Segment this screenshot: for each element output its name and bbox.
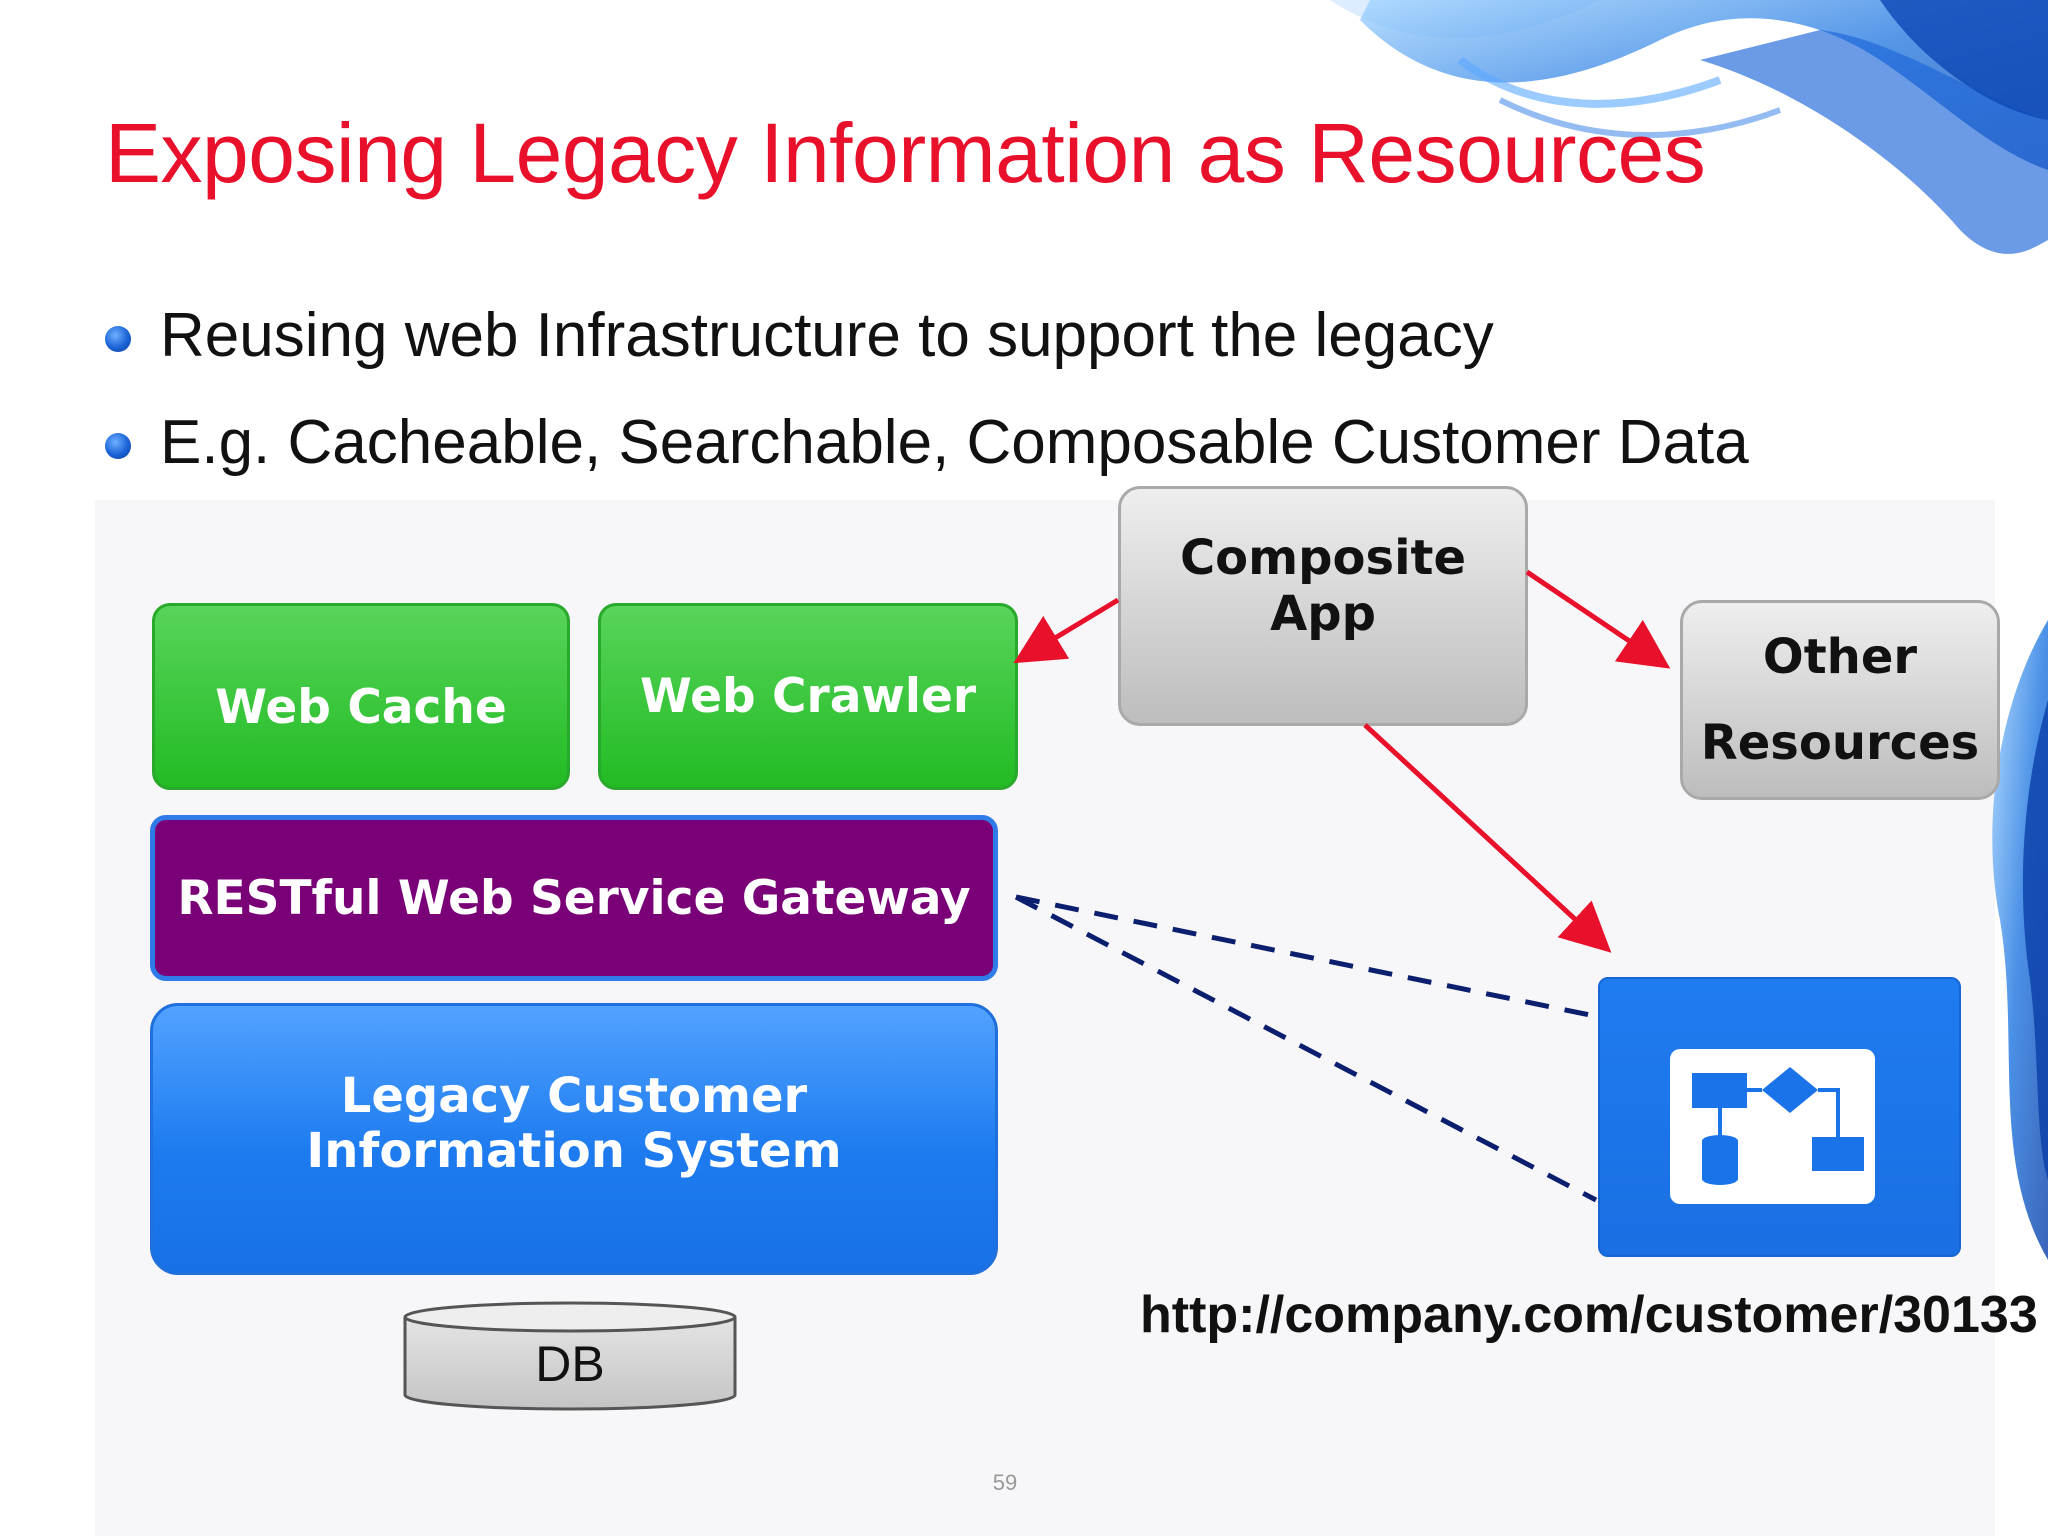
resource-url: http://company.com/customer/30133 bbox=[1140, 1286, 2038, 1344]
bullet-text: E.g. Cacheable, Searchable, Composable C… bbox=[160, 408, 1749, 477]
legacy-system-label: Legacy Customer Information System bbox=[306, 1068, 842, 1179]
other-resources-box: Other Resources bbox=[1680, 600, 2000, 800]
web-cache-label: Web Cache bbox=[215, 680, 507, 735]
dashed-link-lower bbox=[1014, 894, 1598, 1203]
slide-title: Exposing Legacy Information as Resources bbox=[105, 106, 1706, 200]
composite-app-box: Composite App bbox=[1118, 486, 1528, 726]
bullet-icon bbox=[105, 326, 131, 352]
flowchart-icon bbox=[1692, 1067, 1864, 1185]
flowchart-icon-frame bbox=[1670, 1049, 1875, 1204]
bullet-text: Reusing web Infrastructure to support th… bbox=[160, 301, 1494, 370]
gateway-label: RESTful Web Service Gateway bbox=[177, 870, 971, 926]
dashed-link-upper bbox=[1015, 894, 1591, 1018]
legacy-system-box: Legacy Customer Information System bbox=[150, 1003, 998, 1275]
other-resources-label: Other Resources bbox=[1700, 629, 1980, 771]
customer-resource-tile bbox=[1598, 977, 1961, 1257]
web-crawler-box: Web Crawler bbox=[598, 603, 1018, 790]
arrow-to-customer-resource bbox=[1363, 723, 1612, 953]
web-cache-box: Web Cache bbox=[152, 603, 570, 790]
arrow-to-other-resources bbox=[1525, 569, 1671, 669]
page-number: 59 bbox=[992, 1470, 1018, 1495]
web-crawler-label: Web Crawler bbox=[639, 669, 977, 724]
gateway-box: RESTful Web Service Gateway bbox=[150, 815, 998, 981]
bullet-icon bbox=[105, 433, 131, 459]
arrow-to-web-crawler bbox=[1013, 597, 1120, 664]
db-label: DB bbox=[535, 1336, 605, 1392]
composite-app-label: Composite App bbox=[1179, 530, 1467, 642]
